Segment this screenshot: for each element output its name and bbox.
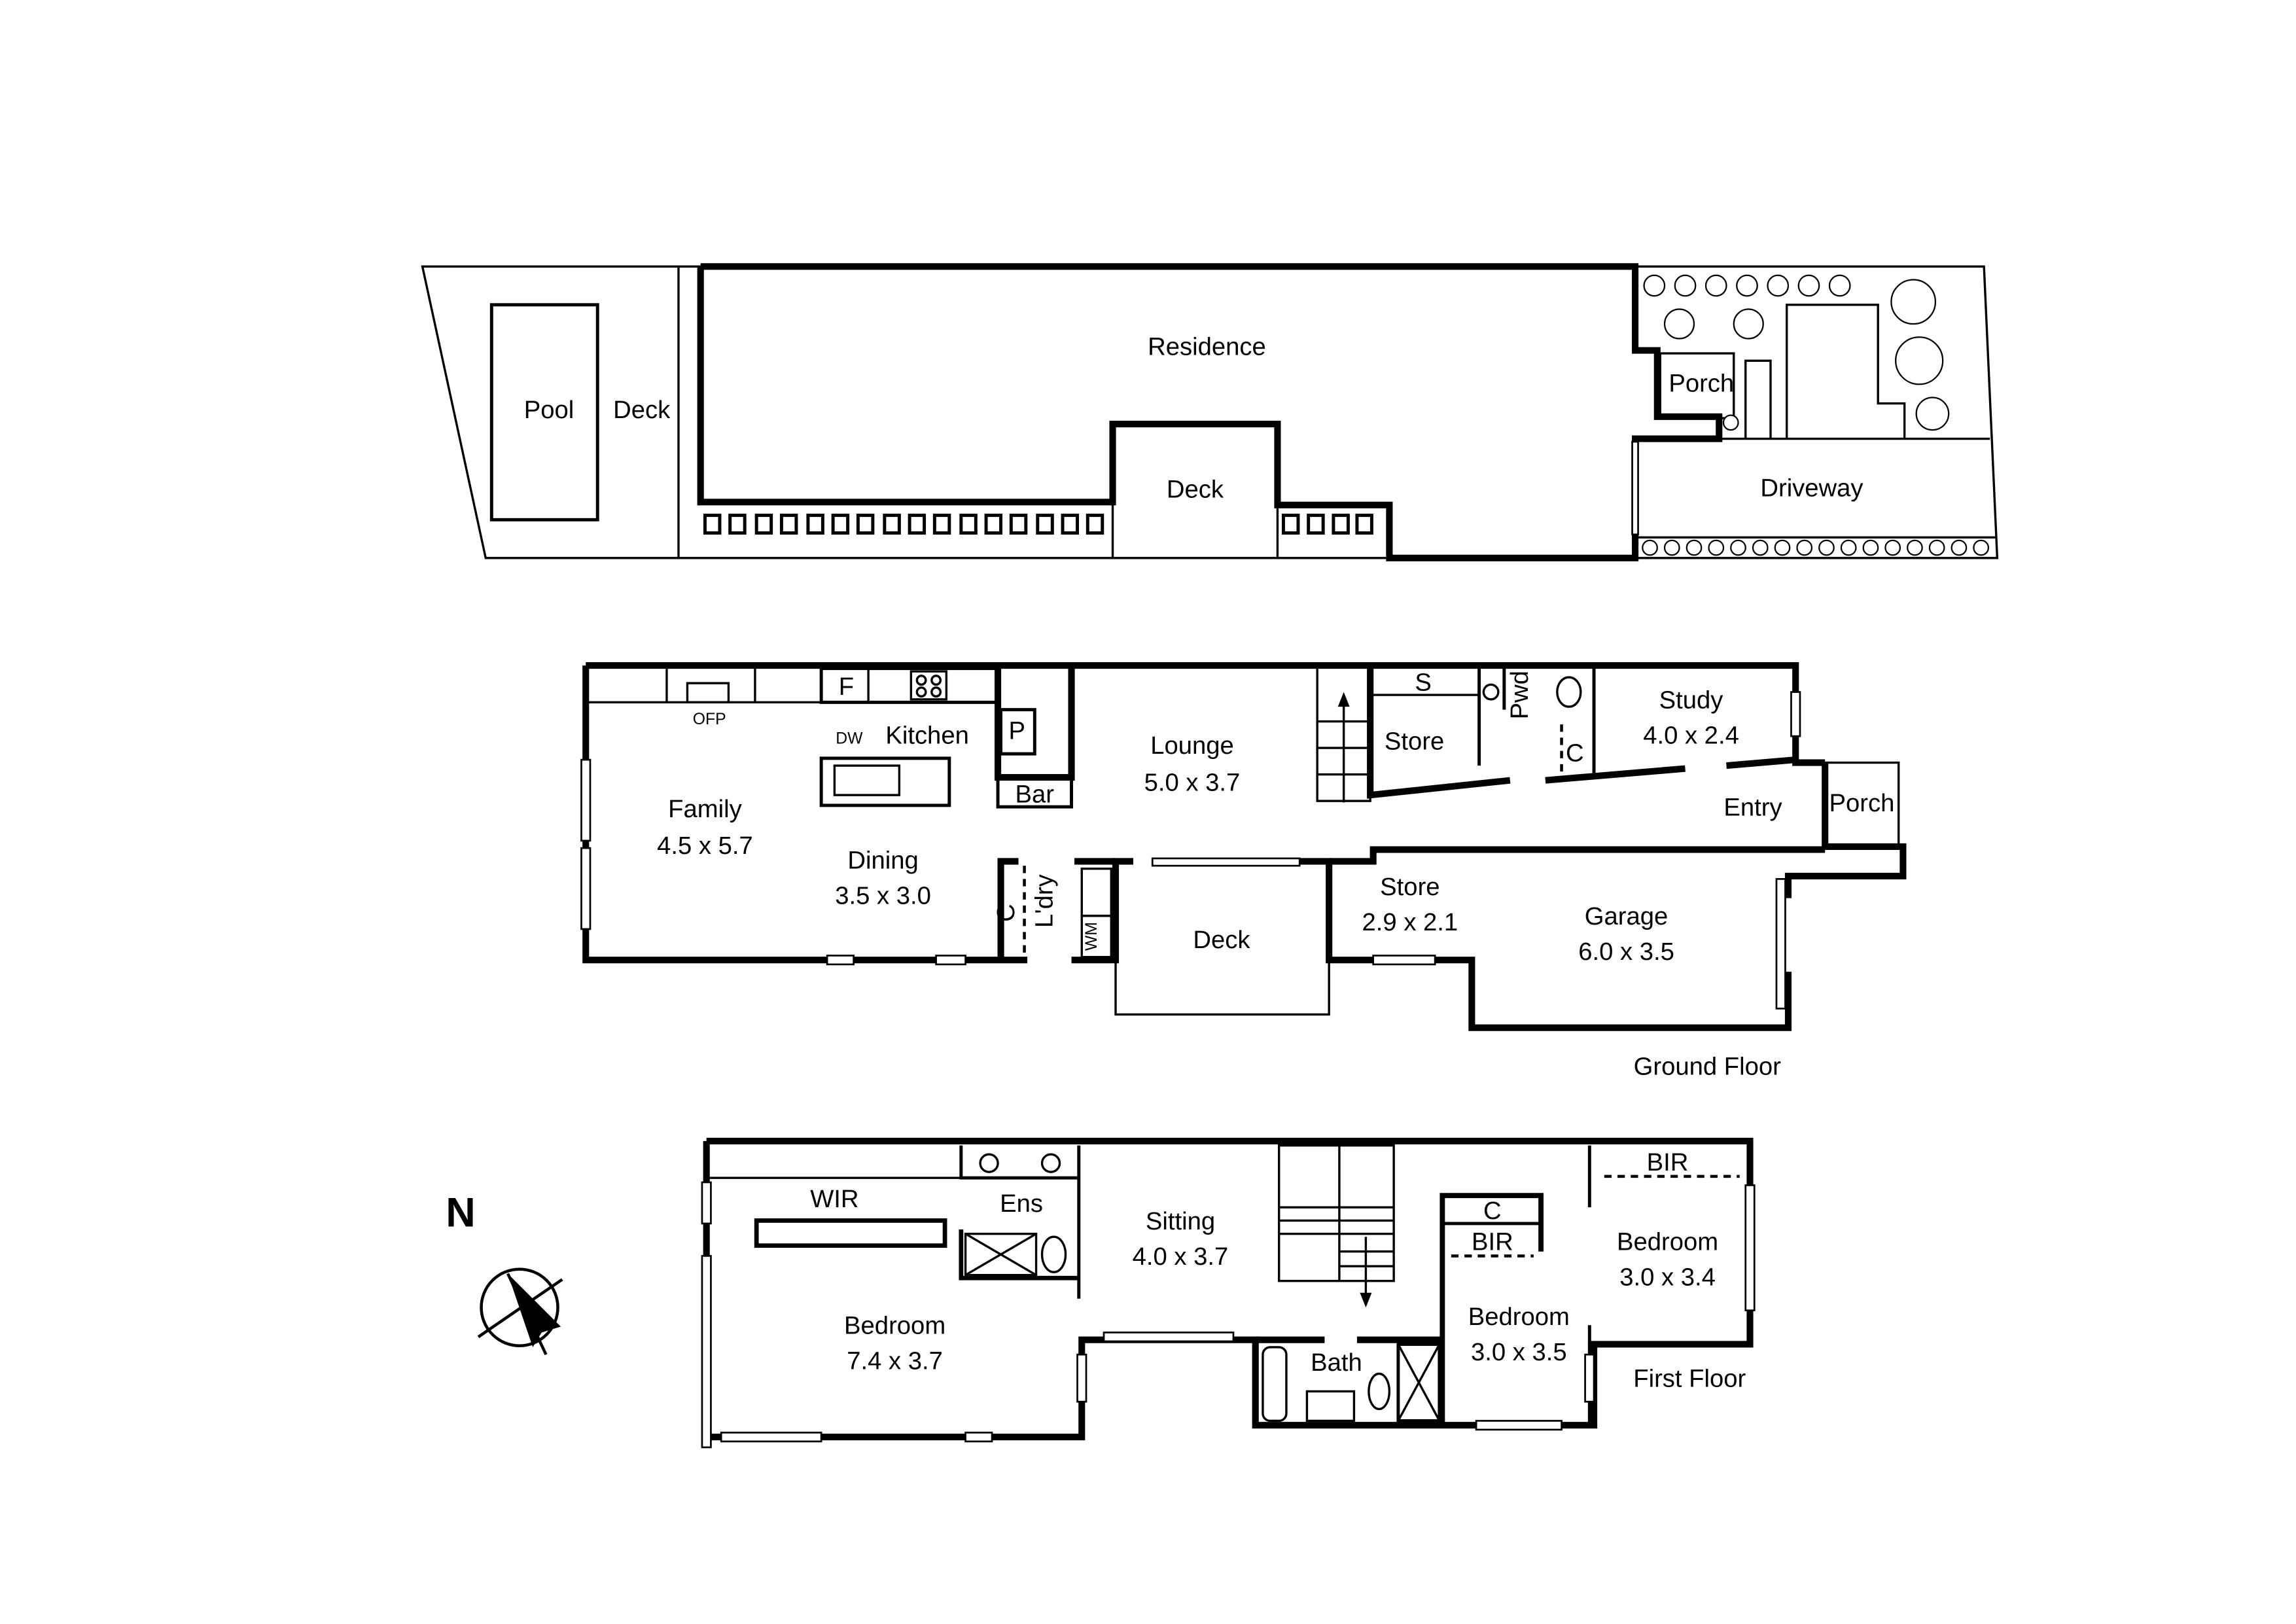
kitchen-island: [819, 756, 951, 807]
bedroom2-label: Bedroom: [1468, 1303, 1570, 1331]
bedroom2-bir-label: BIR: [1472, 1227, 1513, 1256]
window: [1372, 955, 1436, 966]
bedroom3-label: Bedroom: [1617, 1227, 1718, 1256]
pwd-label: Pwd: [1506, 671, 1534, 719]
window: [580, 758, 592, 842]
driveway-label: Driveway: [1760, 474, 1863, 502]
store-lower-label: Store: [1380, 873, 1439, 901]
laundry-label: L'dry: [1030, 874, 1058, 928]
window: [1790, 691, 1801, 737]
sitting-label: Sitting: [1146, 1207, 1215, 1235]
stairs: [1278, 1144, 1395, 1282]
toilet-icon: [1040, 1235, 1067, 1273]
bedroom2-size: 3.0 x 3.5: [1471, 1338, 1567, 1366]
first-floor-plan: WIR Ens Bedroom 7.4 x 3.7 Sitting 4.0 x …: [701, 1137, 1756, 1449]
residence-outline: [697, 263, 1723, 561]
lounge-label: Lounge: [1150, 732, 1234, 760]
paver-row: [703, 514, 1373, 535]
bath-label: Bath: [1311, 1349, 1362, 1377]
sitting-size: 4.0 x 3.7: [1133, 1243, 1229, 1271]
bedroom3-size: 3.0 x 3.4: [1619, 1263, 1716, 1291]
study-label: Study: [1659, 686, 1724, 714]
wir-label: WIR: [810, 1185, 858, 1213]
garage-door: [1775, 878, 1786, 1010]
arrow-up-icon: [1337, 692, 1350, 707]
window: [935, 955, 966, 966]
garage-size: 6.0 x 3.5: [1578, 938, 1674, 966]
bedroom2-cupboard-label: C: [1483, 1197, 1502, 1225]
shelf-label: S: [1415, 668, 1432, 696]
first-floor-title: First Floor: [1633, 1365, 1746, 1393]
ldry-cupboard-label: C: [992, 904, 1020, 922]
lounge-size: 5.0 x 3.7: [1144, 768, 1241, 796]
compass-arrow-icon: [508, 1273, 561, 1347]
ground-floor-plan: OFP F DW Kitchen P Bar Family 4.5 x 5.7 …: [580, 662, 1907, 1081]
residence-label: Residence: [1148, 332, 1266, 361]
toilet-icon: [1556, 676, 1582, 708]
arrow-down-icon: [1360, 1292, 1372, 1308]
master-bedroom-size: 7.4 x 3.7: [847, 1347, 943, 1375]
bathtub-icon: [1262, 1346, 1288, 1422]
fridge-label: F: [839, 673, 854, 701]
cooktop-icon: [910, 670, 948, 701]
store-lower-size: 2.9 x 2.1: [1362, 908, 1458, 936]
window: [580, 847, 592, 930]
ground-floor-title: Ground Floor: [1634, 1053, 1781, 1081]
laundry-tub-icon: [1080, 867, 1112, 917]
basin-icon: [1305, 1390, 1356, 1422]
dining-size: 3.5 x 3.0: [835, 882, 931, 910]
deck-south-label: Deck: [1167, 476, 1224, 504]
shower-icon: [1396, 1342, 1441, 1422]
wardrobe-rail: [754, 1218, 947, 1248]
north-compass: N: [446, 1190, 563, 1356]
shrub-icons: [1643, 274, 1950, 431]
hedge-row: [1642, 539, 1990, 556]
basin-icon: [1040, 1153, 1061, 1173]
pantry-label: P: [1009, 717, 1026, 745]
sink-icon: [833, 764, 901, 796]
sliding-door: [1151, 857, 1301, 867]
north-label: N: [446, 1190, 475, 1235]
dw-label: DW: [836, 730, 863, 747]
site-plan: Pool Deck Residence Deck Porch Driveway: [421, 263, 1999, 561]
compass-circle-icon: [480, 1267, 559, 1347]
porch-label: Porch: [1829, 789, 1895, 817]
bar-label: Bar: [1016, 780, 1055, 808]
garage-label: Garage: [1585, 902, 1669, 930]
pool-outline: [489, 303, 599, 521]
pwd-cupboard-label: C: [1566, 739, 1584, 767]
study-size: 4.0 x 2.4: [1643, 721, 1739, 749]
basin-icon: [1482, 683, 1500, 701]
bedroom3-bir-label: BIR: [1647, 1148, 1689, 1176]
deck-label: Deck: [1193, 926, 1250, 954]
toilet-icon: [1368, 1372, 1391, 1411]
dining-label: Dining: [847, 847, 918, 875]
basin-icon: [979, 1153, 999, 1173]
ofp-label: OFP: [693, 711, 726, 728]
deck-west-label: Deck: [613, 396, 671, 424]
window: [826, 955, 855, 966]
shower-icon: [964, 1233, 1038, 1277]
family-size: 4.5 x 5.7: [657, 832, 753, 860]
store-upper-label: Store: [1385, 727, 1444, 755]
master-bedroom-label: Bedroom: [844, 1312, 945, 1340]
family-label: Family: [668, 795, 742, 823]
wm-label: WM: [1083, 922, 1101, 951]
fireplace: [686, 682, 730, 704]
entry-label: Entry: [1723, 794, 1782, 822]
site-porch-label: Porch: [1669, 370, 1734, 398]
ensuite-label: Ens: [1000, 1190, 1043, 1218]
kitchen-label: Kitchen: [885, 721, 969, 749]
pool-label: Pool: [524, 396, 574, 424]
